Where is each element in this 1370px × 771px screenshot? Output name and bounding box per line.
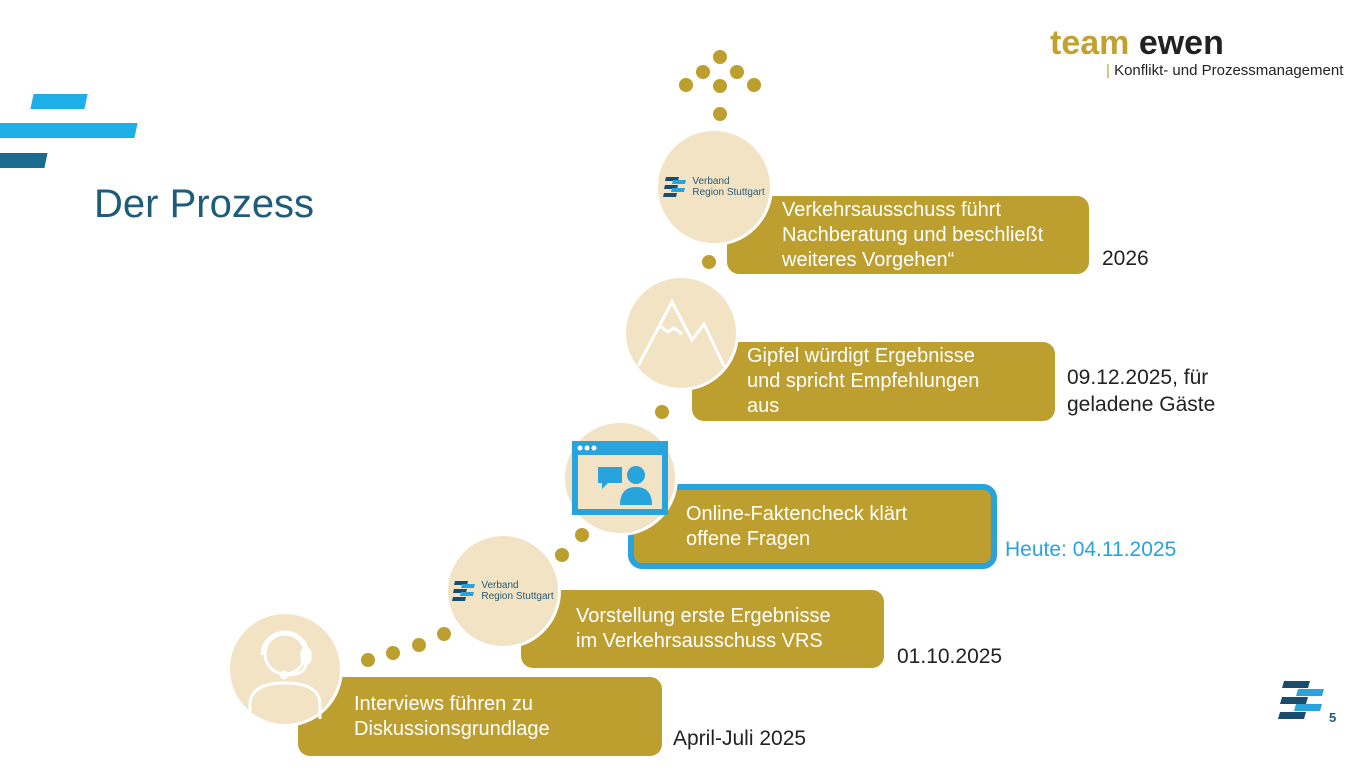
step-date: 01.10.2025 — [897, 645, 1003, 668]
headset-person-icon — [227, 611, 343, 727]
step-interviews: Interviews führen zu Diskussionsgrundlag… — [298, 677, 662, 756]
page-number: 5 — [1329, 710, 1337, 725]
step-date: 09.12.2025, für geladene Gäste — [1067, 366, 1216, 416]
step-verkehrsausschuss: Verkehrsausschuss führt Nachberatung und… — [727, 196, 1089, 274]
team-ewen-logo: team ewen | Konflikt- und Prozessmanagem… — [1050, 24, 1344, 79]
today-date: Heute: 04.11.2025 — [1005, 538, 1177, 561]
step-gipfel: Gipfel würdigt Ergebnisse und spricht Em… — [692, 342, 1055, 421]
step-date: 2026 — [1102, 247, 1149, 270]
step-date: April-Juli 2025 — [673, 727, 807, 750]
vrs-footer-logo — [1278, 680, 1324, 727]
page-title: Der Prozess — [94, 182, 315, 226]
online-meeting-icon — [562, 420, 678, 536]
step-online-faktencheck: Online-Faktencheck klärt offene Fragen — [628, 484, 997, 569]
step-vorstellung: Vorstellung erste Ergebnisse im Verkehrs… — [521, 590, 884, 668]
mountain-icon — [623, 275, 739, 391]
